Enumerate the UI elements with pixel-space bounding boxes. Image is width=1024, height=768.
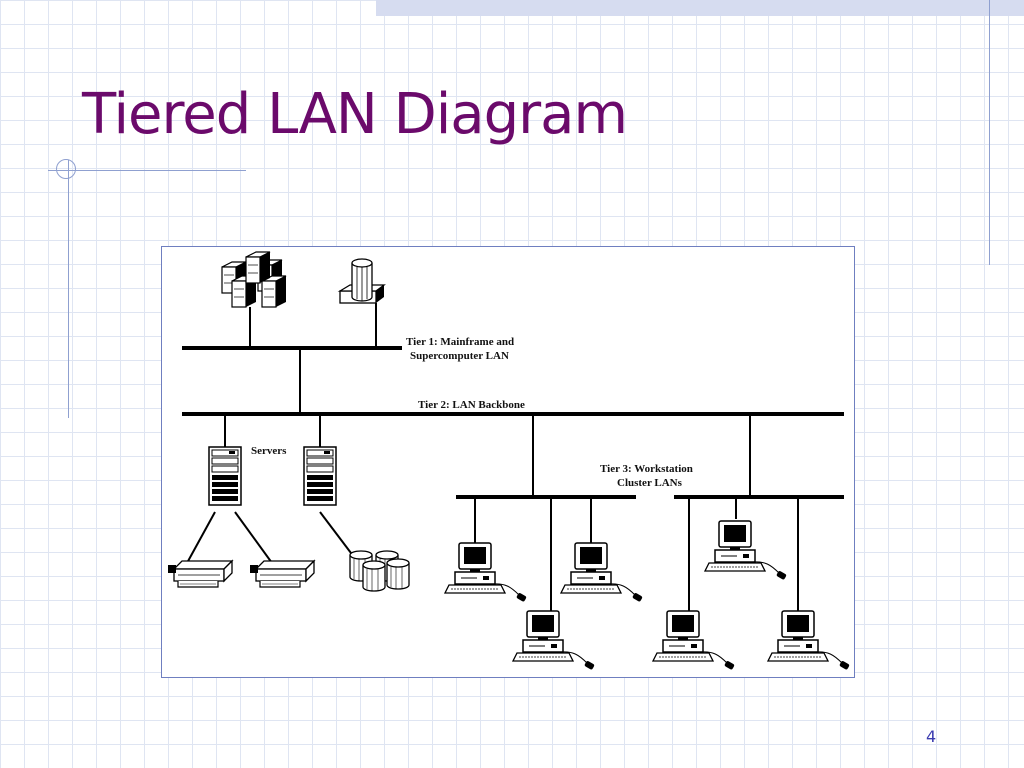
edge-server2-disks (319, 511, 355, 558)
disk-storage-icon (349, 550, 410, 592)
printer-icon (167, 560, 233, 588)
title-underline-rule (48, 170, 246, 171)
slide-title: Tiered LAN Diagram (82, 82, 628, 147)
server-tower-icon (208, 446, 242, 506)
workstation-icon (444, 542, 528, 603)
decor-ring (56, 159, 76, 179)
printer-icon (249, 560, 315, 588)
tier2-label: Tier 2: LAN Backbone (418, 399, 525, 411)
workstation-icon (767, 610, 851, 671)
right-decor-rule (989, 0, 990, 265)
left-decor-rule (68, 160, 69, 418)
workstation-icon (560, 542, 644, 603)
tier3-label-line1: Tier 3: Workstation (600, 463, 693, 475)
tier1-label-line2: Supercomputer LAN (410, 350, 509, 362)
edge-server1-printer2 (234, 511, 273, 564)
network-diagram: Tier 1: Mainframe and Supercomputer LAN … (161, 246, 855, 678)
page-number: 4 (926, 727, 937, 746)
edge-server1-printer1 (186, 511, 216, 564)
workstation-icon (652, 610, 736, 671)
top-decor-band (376, 0, 1024, 16)
workstation-icon (512, 610, 596, 671)
servers-label: Servers (251, 445, 287, 457)
supercomputer-icon (337, 258, 386, 304)
server-tower-icon (303, 446, 337, 506)
mainframe-icon (221, 251, 287, 308)
tier3-label-line2: Cluster LANs (617, 477, 683, 489)
workstation-icon (704, 520, 788, 581)
tier1-label-line1: Tier 1: Mainframe and (406, 336, 514, 348)
